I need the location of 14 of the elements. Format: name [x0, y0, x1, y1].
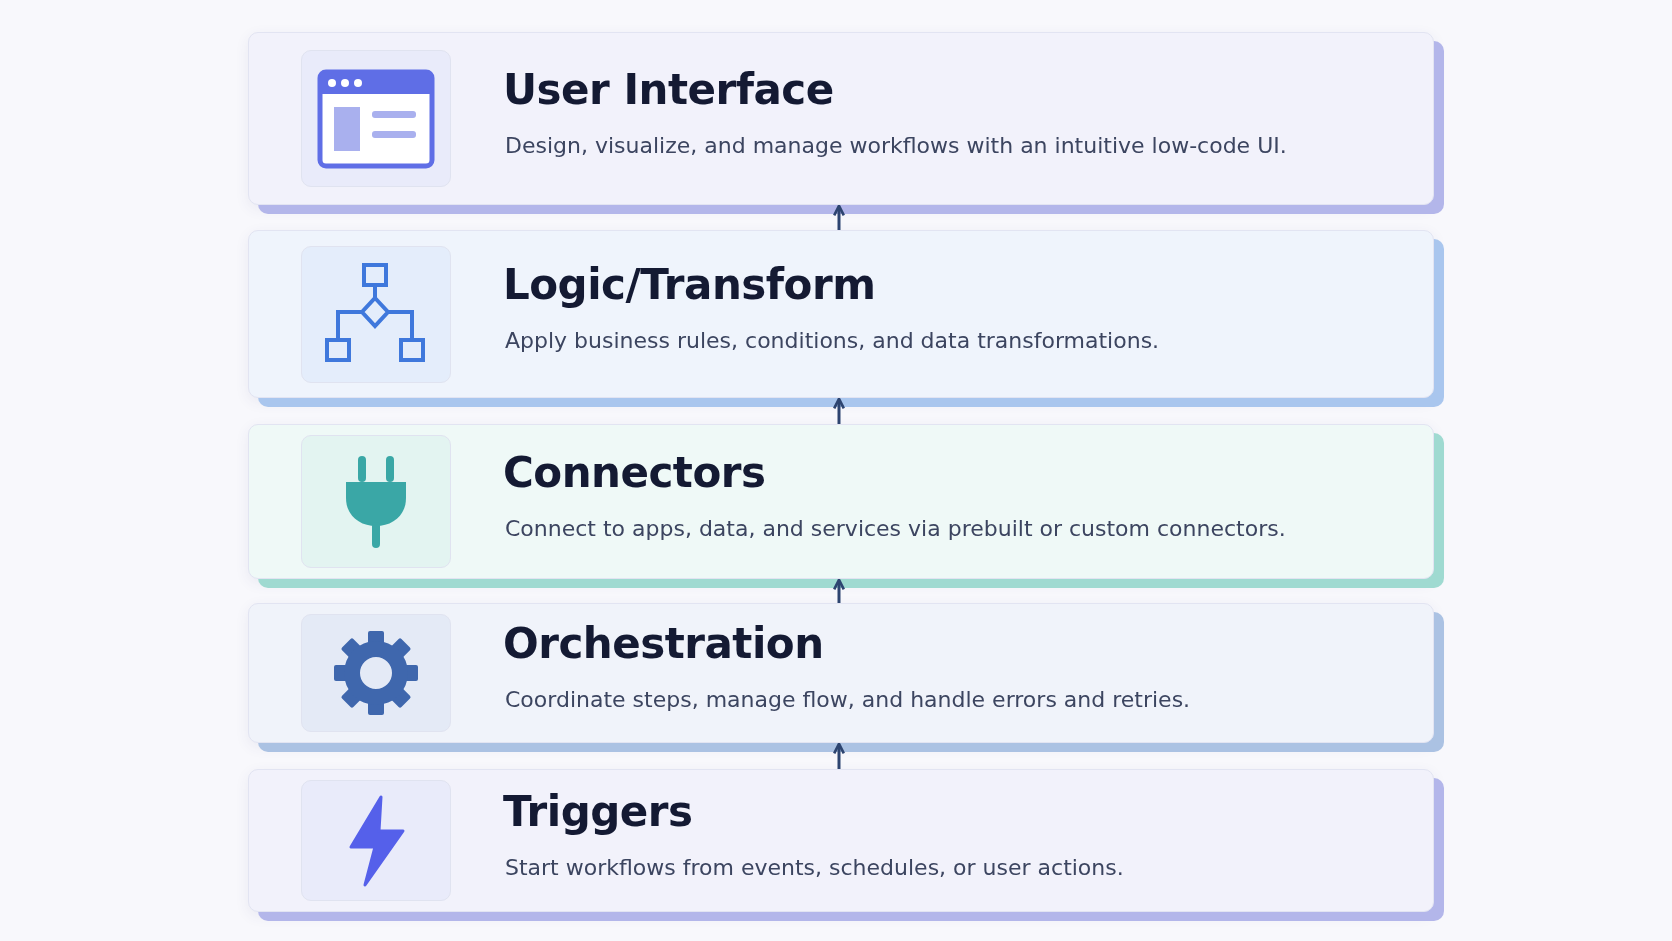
arrow: [832, 742, 846, 769]
layer-description: Start workflows from events, schedules, or user actions.: [505, 854, 1124, 880]
layer-description: Design, visualize, and manage workflows with an intuitive low-code UI.: [505, 132, 1287, 158]
layer-title: Triggers: [503, 786, 693, 836]
arrow: [832, 397, 846, 424]
arrow: [832, 204, 846, 230]
layer-title: Orchestration: [503, 619, 824, 668]
layer-title: Connectors: [503, 447, 766, 497]
layer-description: Connect to apps, data, and services via prebuilt or custom connectors.: [505, 515, 1286, 541]
layer-description: Coordinate steps, manage flow, and handle errors and retries.: [505, 687, 1191, 712]
layer-description: Apply business rules, conditions, and data transformations.: [505, 328, 1160, 353]
arrow: [832, 578, 846, 603]
layer-title: User Interface: [503, 64, 834, 114]
layer-title: Logic/Transform: [503, 260, 876, 309]
